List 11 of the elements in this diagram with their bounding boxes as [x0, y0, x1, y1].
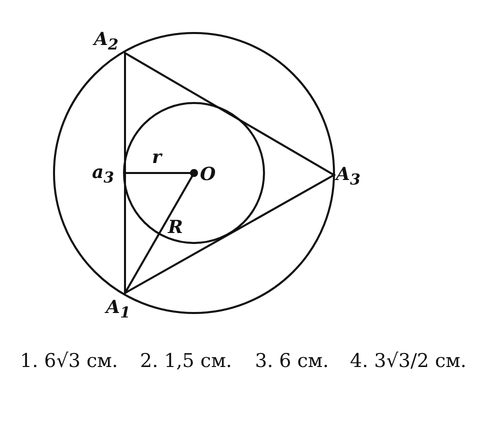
answer-option: 4. 3√3/2 см.	[350, 350, 466, 372]
vertex-label: A$_{3}$	[336, 165, 360, 190]
vertex-label: A$_{2}$	[94, 30, 118, 55]
radius-label: r	[152, 148, 162, 168]
center-label: O	[200, 165, 216, 185]
answer-option: 3. 6 см.	[255, 350, 329, 372]
radius-label: R	[168, 218, 183, 238]
vertex-label: A$_{1}$	[106, 298, 130, 323]
answer-option: 1. 6√3 см.	[20, 350, 118, 372]
answer-option: 2. 1,5 см.	[140, 350, 232, 372]
point-label: a$_{3}$	[92, 163, 114, 188]
